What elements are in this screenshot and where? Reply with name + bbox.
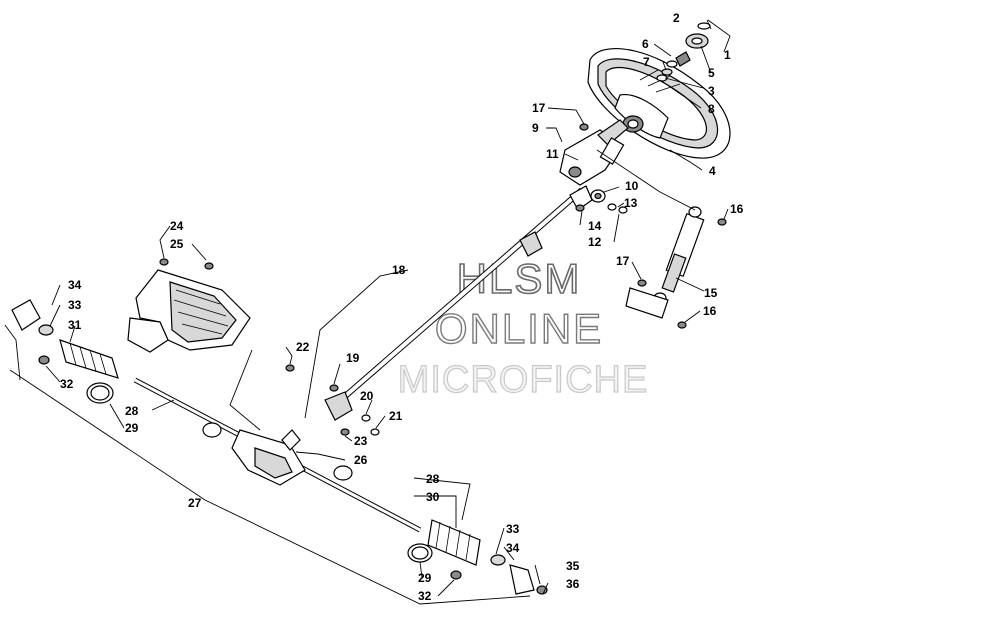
callout-12: 12: [588, 235, 602, 249]
callout-17-upper: 17: [532, 101, 546, 115]
leader-lines: [4, 19, 731, 605]
mounting-bracket: [127, 269, 251, 353]
intermediate-shaft: [324, 185, 593, 421]
callout-9: 9: [532, 121, 539, 135]
watermark: HLSM ONLINE MICROFICHE: [397, 254, 649, 401]
callout-labels: 1 2 3 4 5 6 7 8 9 10 11 12 13 14 15 16 1…: [60, 11, 744, 603]
watermark-line-1: HLSM: [457, 255, 582, 302]
callout-13: 13: [624, 196, 638, 210]
callout-32-left: 32: [60, 377, 74, 391]
callout-29-right: 29: [418, 571, 432, 585]
callout-31: 31: [68, 318, 82, 332]
steering-rack: [133, 377, 422, 533]
callout-33-right: 33: [506, 522, 520, 536]
callout-16-lower: 16: [703, 304, 717, 318]
callout-16-upper: 16: [730, 202, 744, 216]
callout-30: 30: [426, 490, 440, 504]
callout-14: 14: [588, 219, 602, 233]
steering-damper: [625, 206, 705, 319]
callout-24: 24: [170, 219, 184, 233]
callout-11: 11: [546, 147, 559, 161]
callout-6: 6: [642, 37, 649, 51]
callout-21: 21: [389, 409, 403, 423]
callout-34-right: 34: [506, 541, 520, 555]
callout-3: 3: [708, 84, 715, 98]
hub-cap-parts: [656, 22, 711, 82]
right-tie-rod-assembly: [407, 519, 548, 595]
watermark-line-3: MICROFICHE: [398, 359, 649, 401]
callout-28-left: 28: [125, 404, 139, 418]
watermark-line-2: ONLINE: [435, 305, 603, 352]
callout-19: 19: [346, 351, 360, 365]
callout-36: 36: [566, 577, 580, 591]
callout-26: 26: [354, 453, 368, 467]
callout-25: 25: [170, 237, 184, 251]
callout-1: 1: [724, 48, 731, 62]
callout-27: 27: [188, 496, 202, 510]
callout-4: 4: [709, 164, 716, 178]
callout-5: 5: [708, 66, 715, 80]
callout-20: 20: [360, 389, 374, 403]
callout-17-lower: 17: [616, 254, 630, 268]
left-tie-rod-assembly: [11, 299, 119, 404]
callout-15: 15: [704, 286, 718, 300]
callout-35: 35: [566, 559, 580, 573]
callout-8: 8: [708, 102, 715, 116]
callout-7: 7: [643, 55, 650, 69]
callout-23: 23: [354, 434, 368, 448]
callout-32-right: 32: [418, 589, 432, 603]
callout-22: 22: [296, 340, 310, 354]
callout-2: 2: [673, 11, 680, 25]
callout-28-right: 28: [426, 472, 440, 486]
callout-34-left: 34: [68, 278, 82, 292]
callout-33-left: 33: [68, 298, 82, 312]
callout-29-left: 29: [125, 421, 139, 435]
steering-column-upper: [559, 119, 629, 203]
steering-wheel: [587, 48, 731, 159]
callout-10: 10: [625, 179, 639, 193]
callout-18: 18: [392, 263, 406, 277]
